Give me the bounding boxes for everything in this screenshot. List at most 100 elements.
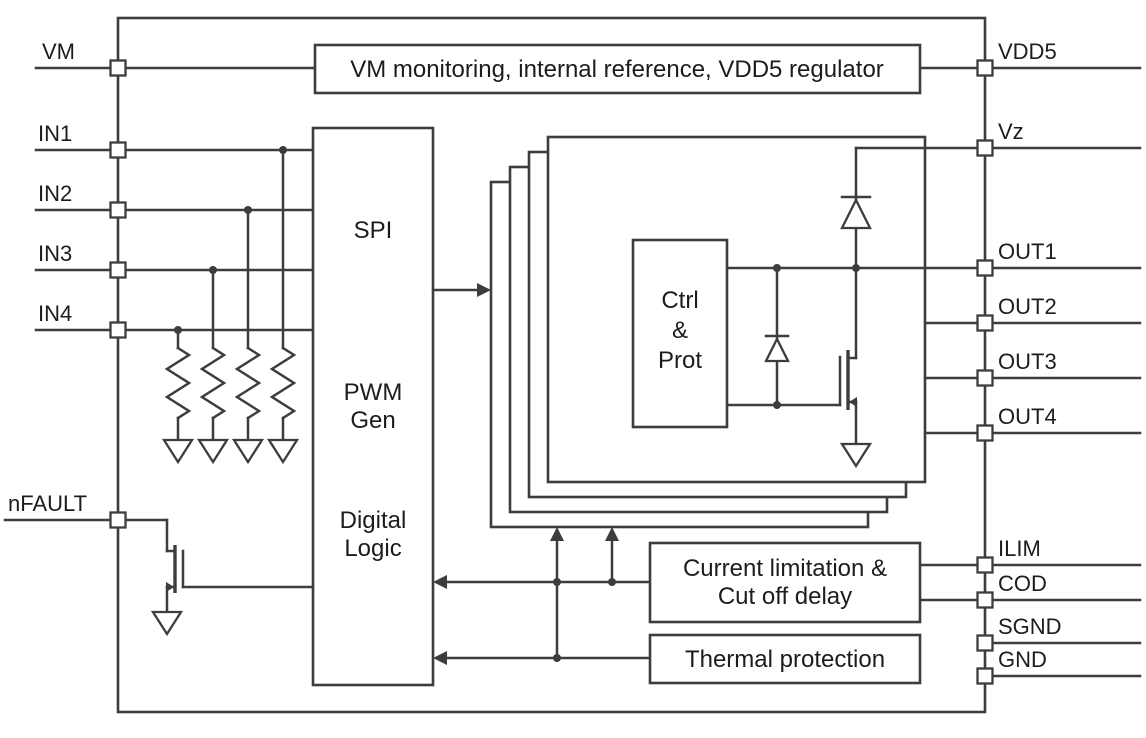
pulldown-resistor-in2 (231, 206, 265, 465)
pin-gnd: GND (976, 647, 1142, 685)
out2-pin-label: OUT2 (998, 294, 1057, 319)
pwm-label: PWM (344, 379, 403, 406)
out1-pin-square (976, 259, 994, 277)
half-bridge-internals: Ctrl & Prot (631, 146, 980, 469)
pin-cod: COD (976, 571, 1142, 609)
pin-vdd5: VDD5 (976, 39, 1142, 77)
junction-dot (852, 264, 860, 272)
gate-zener-icon (764, 336, 790, 363)
control-to-bridge-arrow (431, 283, 491, 297)
arrowhead-left-icon (433, 651, 447, 665)
chip-outline (116, 16, 987, 714)
resistor-icon (234, 346, 262, 420)
junction-dot (773, 264, 781, 272)
in3-pin-square (109, 261, 127, 279)
control-logic-block: SPI PWM Gen Digital Logic (311, 126, 435, 687)
ground-icon (161, 438, 195, 465)
in3-pin-label: IN3 (38, 241, 72, 266)
junction-dot (773, 401, 781, 409)
out3-pin-label: OUT3 (998, 349, 1057, 374)
pin-in1: IN1 (34, 121, 127, 159)
nfault-pin-square (109, 511, 127, 529)
thermal-block: Thermal protection (433, 633, 922, 685)
junction-dot (608, 578, 616, 586)
prot-label: Prot (658, 347, 702, 374)
out1-pin-label: OUT1 (998, 239, 1057, 264)
current-limit-box (648, 541, 922, 624)
sgnd-pin-label: SGND (998, 614, 1062, 639)
resistor-icon (164, 346, 192, 420)
out4-pin-label: OUT4 (998, 404, 1057, 429)
spi-label: SPI (354, 217, 393, 244)
ground-icon (266, 438, 300, 465)
digital-label: Digital (340, 507, 407, 534)
control-logic-box (311, 126, 435, 687)
pwm-gen-label: Gen (350, 407, 395, 434)
pin-ilim: ILIM (976, 536, 1142, 574)
cod-pin-square (976, 591, 994, 609)
ilim-pin-label: ILIM (998, 536, 1041, 561)
junction-dot (209, 266, 217, 274)
in2-pin-label: IN2 (38, 181, 72, 206)
vm-regulator-block: VM monitoring, internal reference, VDD5 … (123, 43, 980, 95)
arrowhead-up-icon (605, 527, 619, 541)
gnd-pin-label: GND (998, 647, 1047, 672)
in4-pin-square (109, 321, 127, 339)
ilim-pin-square (976, 556, 994, 574)
pin-out4: OUT4 (976, 404, 1142, 442)
pulldown-resistor-in3 (196, 266, 230, 465)
arrowhead-left-icon (433, 575, 447, 589)
pin-in2: IN2 (34, 181, 127, 219)
ground-icon (196, 438, 230, 465)
half-bridge-box-1 (546, 135, 927, 484)
pin-out2: OUT2 (976, 294, 1142, 332)
pin-out1: OUT1 (976, 239, 1142, 277)
nfault-circuit (123, 518, 315, 637)
current-limit-label-line2: Cut off delay (718, 583, 852, 610)
resistor-icon (199, 346, 227, 420)
pin-in3: IN3 (34, 241, 127, 279)
vm-regulator-box (313, 43, 922, 95)
vm-pin-label: VM (42, 39, 75, 64)
junction-dot (244, 206, 252, 214)
nfault-pin-label: nFAULT (8, 491, 87, 516)
ctrl-prot-box (631, 238, 729, 429)
thermal-box (648, 633, 922, 685)
gnd-pin-square (976, 667, 994, 685)
vz-pin-square (976, 139, 994, 157)
amp-label: & (672, 317, 688, 344)
pulldown-resistor-in1 (266, 146, 300, 465)
out3-pin-square (976, 369, 994, 387)
in4-pin-label: IN4 (38, 301, 72, 326)
pin-in4: IN4 (34, 301, 127, 339)
pin-out3: OUT3 (976, 349, 1142, 387)
junction-dot (553, 578, 561, 586)
in2-pin-square (109, 201, 127, 219)
pin-vz: Vz (854, 119, 1142, 157)
out4-pin-square (976, 424, 994, 442)
junction-dot (174, 326, 182, 334)
input-wires (123, 148, 315, 332)
current-limit-block: Current limitation & Cut off delay (433, 527, 980, 662)
ground-icon (231, 438, 265, 465)
junction-dot (279, 146, 287, 154)
pin-nfault: nFAULT (3, 491, 127, 529)
ground-icon (839, 442, 873, 469)
arrowhead-right-icon (477, 283, 491, 297)
pulldown-resistor-in4 (161, 326, 195, 465)
vm-regulator-label: VM monitoring, internal reference, VDD5 … (350, 56, 884, 83)
sgnd-pin-square (976, 634, 994, 652)
in1-pin-label: IN1 (38, 121, 72, 146)
in1-pin-square (109, 141, 127, 159)
logic-label: Logic (344, 535, 401, 562)
resistor-icon (269, 346, 297, 420)
cod-pin-label: COD (998, 571, 1047, 596)
vdd5-pin-square (976, 59, 994, 77)
out2-pin-square (976, 314, 994, 332)
thermal-label: Thermal protection (685, 646, 885, 673)
clamp-diode-icon (840, 197, 872, 230)
ctrl-label: Ctrl (661, 287, 698, 314)
pin-sgnd: SGND (976, 614, 1142, 652)
